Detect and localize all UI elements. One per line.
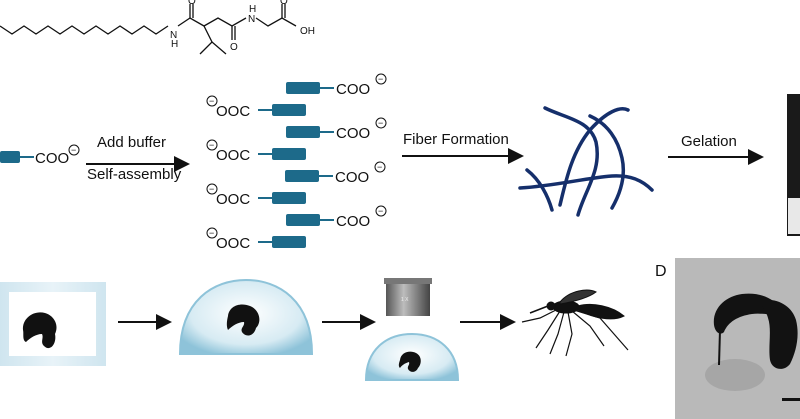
micrograph-larva-body — [761, 299, 798, 369]
amide-backbone-1 — [177, 17, 205, 27]
charge-circle — [68, 144, 80, 156]
larva-in-gel-frame — [0, 282, 106, 366]
fiber-network — [518, 106, 654, 217]
charge-circle — [206, 227, 218, 239]
charge-circle — [375, 117, 387, 129]
larva-1 — [22, 312, 57, 349]
gel-vial-photo — [787, 94, 800, 236]
fiber-5 — [525, 168, 554, 212]
micrograph-siphon — [718, 329, 721, 366]
charge-symbol: − — [378, 118, 383, 128]
chemical-structure — [0, 4, 297, 55]
amphiphile-head — [0, 151, 20, 163]
objective-label: 1 X — [401, 297, 409, 303]
mosquito-wing — [559, 289, 597, 305]
charge-symbol: − — [378, 74, 383, 84]
bilayer-ooc-label: OOC — [216, 191, 250, 208]
gel-dome-large — [178, 278, 314, 355]
bilayer-head-left — [272, 148, 306, 160]
amphiphile-bilayer: COO−COO−COO−COO−OOC−OOC−OOC−OOC− — [206, 73, 387, 252]
charge-circle — [206, 95, 218, 107]
charge-symbol: − — [209, 96, 214, 106]
charge-circle — [206, 183, 218, 195]
step-add-buffer-label: Add buffer — [97, 134, 166, 151]
scale-bar — [782, 398, 800, 401]
panel-d-label: D — [655, 263, 667, 280]
mosquito-abdomen — [577, 303, 625, 320]
charge-symbol: − — [209, 140, 214, 150]
fiber-3 — [558, 107, 630, 207]
fiber-4 — [588, 114, 625, 210]
bilayer-head-left — [272, 192, 306, 204]
vial-gel — [788, 198, 800, 234]
single-amphiphile: COO − — [0, 144, 80, 167]
charge-symbol: − — [209, 228, 214, 238]
charge-symbol: − — [71, 145, 76, 155]
panel-d: D — [655, 258, 800, 419]
bilayer-head-right — [285, 170, 319, 182]
charge-symbol: − — [377, 162, 382, 172]
larva-3 — [398, 351, 421, 372]
mosquito — [521, 289, 629, 357]
micrograph-shadow — [705, 359, 765, 391]
mosquito-head — [546, 301, 556, 311]
charge-symbol: − — [378, 206, 383, 216]
microscope-setup: 1 X — [364, 278, 460, 381]
atom-o-1: O — [188, 0, 196, 7]
objective-cylinder — [386, 282, 430, 316]
larva-2 — [226, 304, 260, 336]
bilayer-head-right — [286, 214, 320, 226]
mosquito-legs — [521, 309, 629, 357]
glycine-backbone — [255, 17, 297, 27]
single-coo-label: COO — [35, 150, 69, 167]
atom-o-2: O — [230, 42, 238, 53]
mosquito-proboscis — [529, 305, 549, 314]
bilayer-ooc-label: OOC — [216, 147, 250, 164]
bilayer-head-right — [286, 82, 320, 94]
bilayer-coo-label: COO — [336, 81, 370, 98]
objective-cap — [384, 278, 432, 284]
bilayer-head-left — [272, 104, 306, 116]
bilayer-coo-label: COO — [335, 169, 369, 186]
atom-h-2: H — [249, 4, 256, 15]
charge-circle — [206, 139, 218, 151]
bilayer-head-right — [286, 126, 320, 138]
bilayer-head-left — [272, 236, 306, 248]
bilayer-coo-label: COO — [336, 213, 370, 230]
atom-o-3: O — [280, 0, 288, 7]
bilayer-ooc-label: OOC — [216, 103, 250, 120]
charge-circle — [375, 205, 387, 217]
charge-symbol: − — [209, 184, 214, 194]
structure-atom-labels: N H O N H O O OH — [170, 0, 315, 53]
fiber-2 — [518, 174, 654, 192]
step-self-assembly-label: Self-assembly — [87, 166, 182, 183]
charge-circle — [375, 73, 387, 85]
alkyl-chain — [0, 25, 169, 35]
fiber-1 — [543, 106, 599, 217]
charge-circle — [374, 161, 386, 173]
step-gelation-label: Gelation — [681, 133, 737, 150]
bilayer-ooc-label: OOC — [216, 235, 250, 252]
atom-oh: OH — [300, 26, 315, 37]
atom-n-2: N — [248, 14, 255, 25]
amide-backbone-2 — [203, 17, 247, 27]
atom-n-1: N — [170, 30, 177, 41]
atom-h-1: H — [171, 39, 178, 50]
bilayer-coo-label: COO — [336, 125, 370, 142]
step-fiber-formation-label: Fiber Formation — [403, 131, 509, 148]
isopropyl — [199, 41, 227, 55]
